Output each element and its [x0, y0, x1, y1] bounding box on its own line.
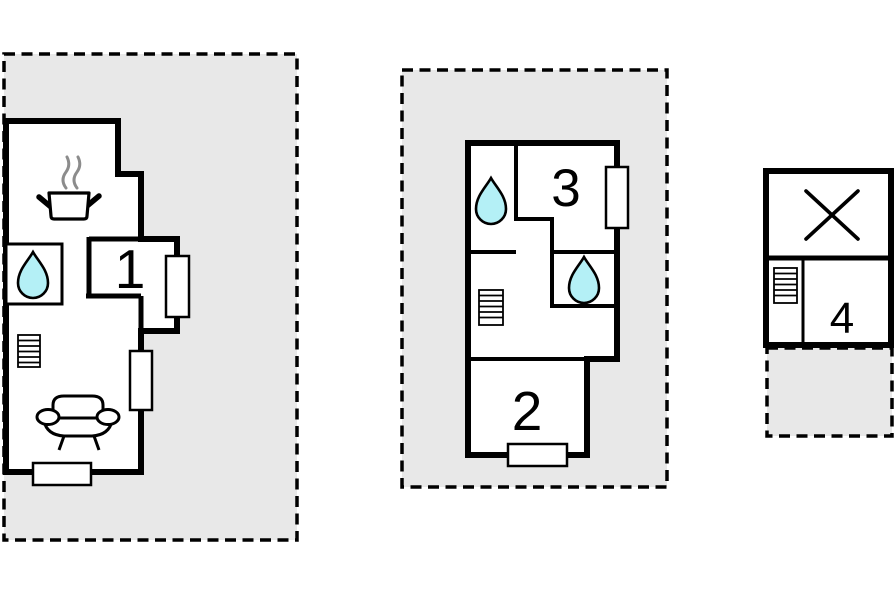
water-drop-icon	[16, 249, 50, 300]
stove-icon	[36, 155, 102, 221]
pot-body	[47, 191, 91, 221]
cross-line	[804, 189, 860, 241]
sofa-legs	[57, 435, 101, 451]
radiator-icon	[478, 289, 504, 326]
window-icon	[31, 461, 93, 487]
window-icon	[604, 165, 630, 230]
room-label-4: 4	[830, 294, 854, 343]
interior-walls	[86, 236, 177, 331]
window-icon	[164, 254, 191, 319]
sofa-icon	[35, 394, 121, 451]
floor-plan-unit-1: 1	[2, 52, 299, 542]
window-icon	[128, 349, 154, 412]
radiator-icon	[17, 334, 41, 368]
radiator-fins	[18, 339, 40, 364]
radiator-fins	[479, 294, 503, 319]
water-drop-icon	[567, 254, 601, 305]
room-label-3: 3	[551, 159, 580, 218]
sofa-armrest	[95, 408, 121, 426]
terrace-area	[765, 346, 894, 438]
cross-icon	[804, 189, 860, 241]
steam-wave	[72, 155, 82, 190]
room-label-1: 1	[115, 238, 146, 300]
floor-plan-unit-2: 3 2	[400, 68, 669, 489]
water-drop-icon	[474, 175, 508, 226]
bathroom-box	[4, 242, 64, 306]
room-label-2: 2	[512, 380, 543, 442]
steam-wave	[61, 155, 71, 190]
sofa-seat-front	[42, 420, 114, 438]
radiator-fins	[774, 272, 797, 297]
radiator-frame	[773, 267, 798, 304]
sofa-armrest	[35, 408, 61, 426]
interior-walls	[468, 143, 617, 361]
sofa-back	[51, 394, 105, 419]
window-icon	[506, 442, 569, 468]
radiator-icon	[773, 267, 798, 304]
interior-walls	[763, 255, 894, 345]
floor-plan-unit-3: 4	[763, 168, 894, 438]
